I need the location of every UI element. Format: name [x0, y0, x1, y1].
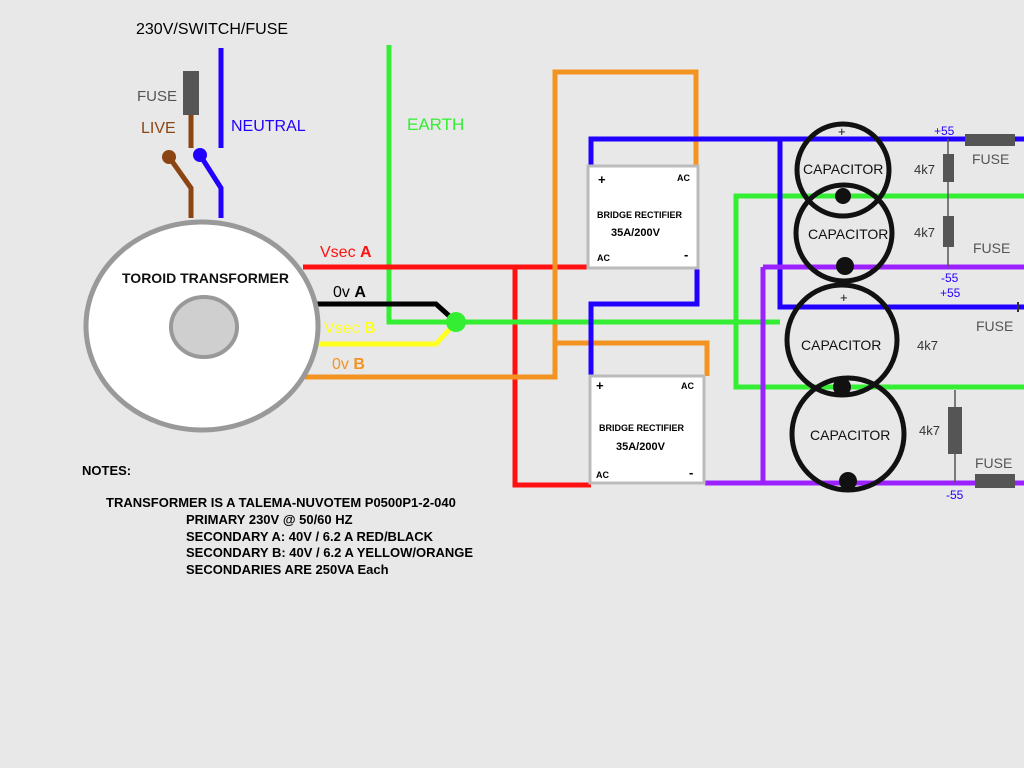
capacitor-terminal: [833, 378, 851, 396]
transformer-core: [169, 295, 239, 359]
live-label: LIVE: [141, 120, 176, 137]
capacitor-4: CAPACITOR: [789, 375, 907, 493]
capacitor-plus: +: [838, 124, 846, 139]
resistor-label-2: 4k7: [914, 225, 935, 240]
rectifier-ac-top: AC: [681, 381, 694, 391]
capacitor-body: [794, 121, 892, 219]
notes-block: NOTES: TRANSFORMER IS A TALEMA-NUVOTEM P…: [82, 463, 473, 577]
diagram-title: 230V/SWITCH/FUSE: [136, 21, 288, 38]
vsec-a-branch: [512, 267, 591, 488]
notes-line: PRIMARY 230V @ 50/60 HZ: [186, 512, 353, 527]
output-minus55-b: -55: [946, 488, 964, 502]
toroid-transformer: TOROID TRANSFORMER: [83, 219, 321, 433]
rectifier-rating: 35A/200V: [611, 227, 661, 239]
output-fuse-label-d: FUSE: [975, 455, 1012, 471]
bridge-rectifier-2: + AC BRIDGE RECTIFIER 35A/200V AC -: [588, 374, 706, 485]
vsec-a-label: Vsec A: [320, 244, 372, 261]
zero-b-label: 0v B: [332, 356, 365, 373]
resistor-4: [948, 407, 962, 454]
rectifier-link: [588, 268, 700, 376]
resistor-1: [943, 154, 954, 182]
capacitor-1: + CAPACITOR: [794, 121, 892, 219]
secondary-wiring: [303, 69, 1024, 488]
rectifier-minus: -: [684, 247, 688, 262]
capacitor-terminal: [835, 188, 851, 204]
notes-line: SECONDARY A: 40V / 6.2 A RED/BLACK: [186, 529, 434, 544]
output-minus55-a: -55: [941, 271, 959, 285]
output-plus55-b: +55: [940, 286, 961, 300]
resistor-label-4: 4k7: [919, 423, 940, 438]
capacitor-3: + CAPACITOR: [784, 282, 900, 398]
output-plus55-a: +55: [934, 124, 955, 138]
rectifier-rating: 35A/200V: [616, 441, 666, 453]
mains-fuse-label: FUSE: [137, 88, 177, 105]
capacitor-label: CAPACITOR: [808, 226, 888, 242]
notes-line: SECONDARIES ARE 250VA Each: [186, 562, 389, 577]
capacitor-2: CAPACITOR: [793, 182, 895, 284]
resistor-label-1: 4k7: [914, 162, 935, 177]
capacitor-terminal: [839, 472, 857, 490]
transformer-label: TOROID TRANSFORMER: [122, 270, 289, 286]
mains-fuse: [183, 71, 199, 115]
zero-b-branch: [555, 340, 710, 376]
output-fuse-4: [975, 474, 1015, 488]
ground-rail-upper: [733, 193, 1024, 237]
rectifier-minus: -: [689, 465, 693, 480]
output-fuse-label-b: FUSE: [973, 240, 1010, 256]
neutral-switch-arm: [197, 153, 224, 218]
rectifier-ac-top: AC: [677, 173, 690, 183]
zero-a-label: 0v A: [333, 284, 366, 301]
vsec-b-label: Vsec B: [324, 320, 376, 337]
rectifier-title: BRIDGE RECTIFIER: [597, 210, 683, 220]
capacitor-body: [793, 182, 895, 284]
rectifier-title: BRIDGE RECTIFIER: [599, 423, 685, 433]
earth-wire: [386, 45, 456, 325]
rectifier-body: [588, 374, 706, 485]
bridge-rectifier-1: + AC BRIDGE RECTIFIER 35A/200V AC -: [586, 164, 700, 270]
positive-rail-2: [777, 139, 1024, 310]
capacitor-label: CAPACITOR: [801, 337, 881, 353]
resistor-label-3: 4k7: [917, 338, 938, 353]
neutral-label: NEUTRAL: [231, 118, 306, 135]
notes-line: TRANSFORMER IS A TALEMA-NUVOTEM P0500P1-…: [106, 495, 456, 510]
rectifier-body: [586, 164, 700, 270]
notes-line: SECONDARY B: 40V / 6.2 A YELLOW/ORANGE: [186, 545, 473, 560]
zero-b-wire: [305, 69, 699, 380]
earth-label: EARTH: [407, 115, 464, 134]
capacitor-label: CAPACITOR: [803, 161, 883, 177]
output-fuse-label-a: FUSE: [972, 151, 1009, 167]
live-switch-arm: [166, 155, 194, 218]
rectifier-plus: +: [598, 172, 606, 187]
resistor-2: [943, 216, 954, 247]
notes-heading: NOTES:: [82, 463, 131, 478]
ground-junction: [446, 312, 466, 332]
capacitor-plus: +: [840, 290, 848, 305]
output-fuse-1: [965, 134, 1015, 146]
capacitor-label: CAPACITOR: [810, 427, 890, 443]
rectifier-plus: +: [596, 378, 604, 393]
mains-input: FUSE LIVE NEUTRAL: [137, 48, 306, 218]
rectifier-ac-bottom: AC: [597, 253, 610, 263]
capacitor-terminal: [836, 257, 854, 275]
rectifier-ac-bottom: AC: [596, 470, 609, 480]
output-fuse-label-c: FUSE: [976, 318, 1013, 334]
